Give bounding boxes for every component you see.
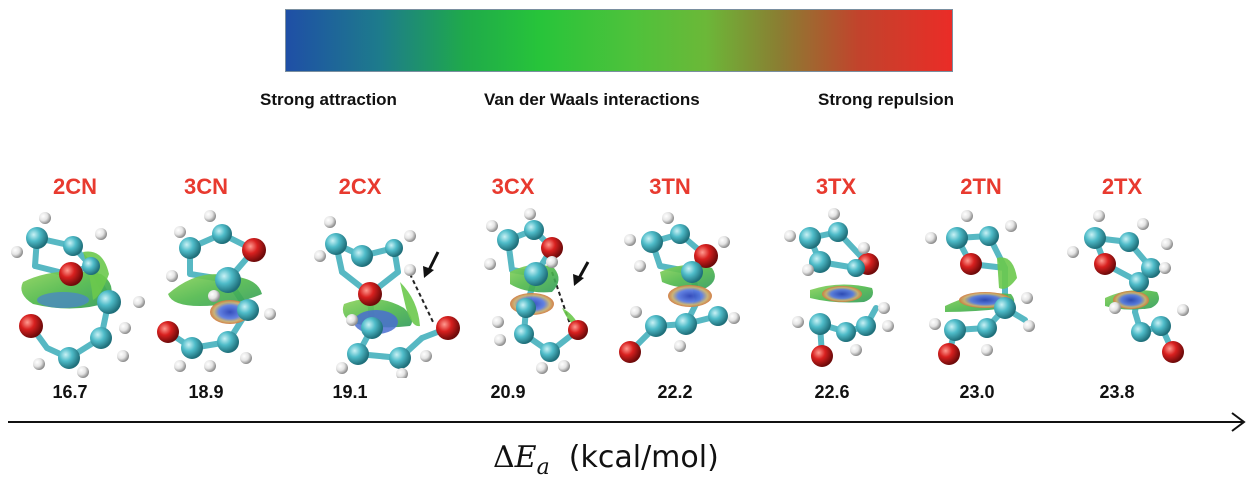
axis-energy-symbol: E bbox=[514, 440, 537, 475]
conformer-label-2CX: 2CX bbox=[338, 174, 382, 199]
axis-subscript: a bbox=[536, 455, 550, 480]
conformer-label-2TX: 2TX bbox=[1101, 174, 1143, 199]
color-scale-bar bbox=[285, 9, 953, 72]
axis-unit: (kcal/mol) bbox=[568, 440, 719, 475]
conformer-label-2CN: 2CN bbox=[52, 174, 98, 199]
energy-value-2TN: 23.0 bbox=[959, 382, 995, 402]
energy-value-3CN: 18.9 bbox=[188, 382, 224, 402]
legend-strong-attraction: Strong attraction bbox=[260, 90, 397, 109]
axis-label: ΔEa (kcal/mol) bbox=[493, 440, 719, 480]
energy-value-2CX: 19.1 bbox=[332, 382, 368, 402]
legend-strong-repulsion: Strong repulsion bbox=[818, 90, 954, 109]
energy-value-2CN: 16.7 bbox=[52, 382, 88, 402]
molecule-3TX bbox=[784, 208, 894, 367]
conformer-label-3CX: 3CX bbox=[491, 174, 535, 199]
molecule-2CX bbox=[314, 216, 460, 378]
conformer-label-3TN: 3TN bbox=[649, 174, 691, 199]
molecule-2CN bbox=[11, 212, 145, 378]
conformer-label-3TX: 3TX bbox=[815, 174, 857, 199]
molecule-3CN bbox=[157, 210, 276, 372]
molecule-3TN bbox=[619, 212, 740, 363]
energy-value-3TN: 22.2 bbox=[657, 382, 693, 402]
molecule-2TN bbox=[925, 210, 1035, 365]
energy-axis-arrow bbox=[8, 412, 1246, 432]
legend-van-der-waals: Van der Waals interactions bbox=[484, 90, 700, 109]
molecule-3CX bbox=[484, 208, 590, 374]
energy-value-2TX: 23.8 bbox=[1099, 382, 1135, 402]
energy-value-3CX: 20.9 bbox=[490, 382, 526, 402]
axis-delta: Δ bbox=[493, 440, 515, 475]
molecule-2TX bbox=[1067, 210, 1189, 363]
energy-value-3TX: 22.6 bbox=[814, 382, 850, 402]
conformer-label-2TN: 2TN bbox=[960, 174, 1002, 199]
conformer-label-3CN: 3CN bbox=[183, 174, 229, 199]
